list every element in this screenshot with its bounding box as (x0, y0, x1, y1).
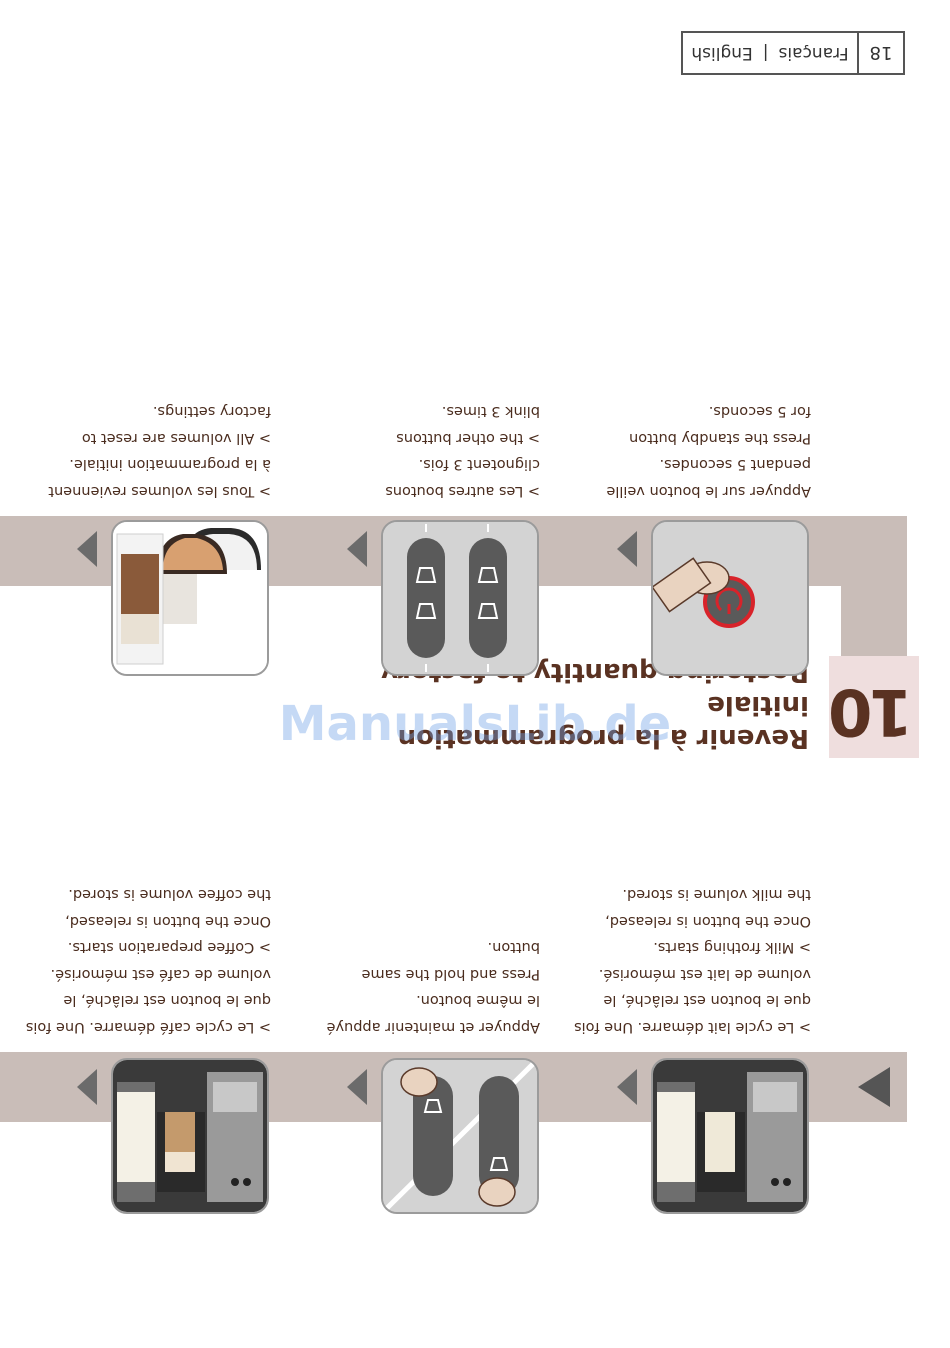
language-separator: | (762, 43, 769, 63)
cup-icon (415, 603, 437, 619)
page-header: 18 Français | English (681, 31, 905, 75)
cup-icon (477, 603, 499, 619)
step-image-blinking (381, 520, 539, 676)
play-arrow-icon (77, 531, 97, 567)
band-connector (841, 576, 907, 656)
play-arrow-icon (858, 1067, 890, 1107)
watermark: ManualsLib.de (278, 696, 672, 752)
step-image-coffee-machine (111, 1058, 269, 1214)
cup-icon (489, 1157, 509, 1171)
play-arrow-icon (347, 1069, 367, 1105)
button-panel-image (381, 1058, 539, 1214)
coffee-machine-image (113, 1060, 267, 1212)
language-labels: Français | English (683, 43, 857, 63)
step-image-standby (651, 520, 809, 676)
cup-icon (415, 567, 437, 583)
standby-button-image (651, 522, 807, 674)
blinking-buttons-image (383, 522, 537, 674)
finger-press-icon (478, 1177, 516, 1207)
glasses-image (113, 522, 267, 674)
step-image-buttons-press (381, 1058, 539, 1214)
play-arrow-icon (77, 1069, 97, 1105)
finger-press-icon (400, 1067, 438, 1097)
language-en: English (691, 43, 753, 63)
play-arrow-icon (347, 531, 367, 567)
coffee-machine-image (653, 1060, 807, 1212)
step-image-milk-machine (651, 1058, 809, 1214)
play-arrow-icon (617, 531, 637, 567)
band-corner (841, 516, 907, 586)
step-image-glasses (111, 520, 269, 676)
language-fr: Français (778, 43, 849, 63)
cup-icon (477, 567, 499, 583)
cup-icon (423, 1099, 443, 1113)
play-arrow-icon (617, 1069, 637, 1105)
page-number: 18 (857, 33, 903, 73)
